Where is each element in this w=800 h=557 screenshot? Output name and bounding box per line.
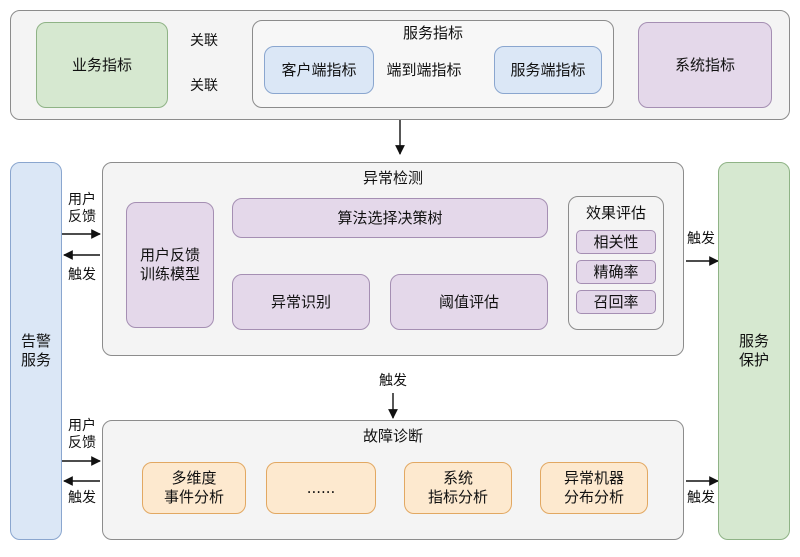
server-metric-box: 服务端指标 [494, 46, 602, 94]
user-feedback-line-1: 用户 [68, 418, 96, 434]
eval-item-label: 召回率 [593, 292, 639, 311]
trigger-label-left-1: 触发 [68, 267, 96, 283]
diagnosis-item-line-1: 多维度 [171, 469, 217, 488]
diagnosis-item-line-1: ...... [306, 478, 336, 497]
diagnosis-item-line-1: 系统 [442, 469, 473, 488]
eval-item-correlation: 相关性 [576, 230, 656, 254]
trigger-label-right-2: 触发 [687, 490, 715, 506]
system-metric-box: 系统指标 [638, 22, 772, 108]
alarm-service-box: 告警 服务 [10, 162, 62, 540]
alarm-service-label-2: 服务 [20, 351, 51, 369]
diagnosis-item-multidim: 多维度 事件分析 [142, 462, 246, 514]
client-metric-box: 客户端指标 [264, 46, 374, 94]
business-metric-label: 业务指标 [71, 55, 132, 74]
e2e-metric-label: 端到端指标 [386, 61, 462, 79]
fault-diagnosis-title: 故障诊断 [362, 427, 423, 445]
trigger-label-middle: 触发 [379, 373, 407, 389]
feedback-training-model-box: 用户反馈 训练模型 [126, 202, 214, 328]
anomaly-recognition-box: 异常识别 [232, 274, 370, 330]
user-feedback-label-2: 用户 反馈 [62, 418, 102, 452]
eval-item-label: 相关性 [593, 232, 639, 251]
diagnosis-item-machine: 异常机器 分布分析 [540, 462, 648, 514]
trigger-label-left-2: 触发 [68, 490, 96, 506]
effect-evaluation-title: 效果评估 [585, 204, 646, 222]
user-feedback-label-1: 用户 反馈 [62, 192, 102, 226]
service-protect-label-2: 保护 [738, 351, 769, 369]
feedback-training-label-1: 用户反馈 [139, 246, 200, 265]
diagnosis-item-line-2: 事件分析 [163, 488, 224, 506]
alarm-service-label-1: 告警 [20, 332, 51, 351]
trigger-label-right-1: 触发 [687, 231, 715, 247]
user-feedback-line-2: 反馈 [68, 434, 96, 451]
relate-label-top: 关联 [190, 33, 218, 49]
system-metric-label: 系统指标 [674, 55, 735, 74]
user-feedback-line-1: 用户 [68, 192, 96, 208]
diagnosis-item-ellipsis: ...... [266, 462, 376, 514]
feedback-training-label-2: 训练模型 [139, 265, 200, 283]
service-protect-box: 服务 保护 [718, 162, 790, 540]
diagnosis-item-line-2: 分布分析 [563, 488, 624, 506]
server-metric-label: 服务端指标 [510, 60, 586, 79]
decision-tree-label: 算法选择决策树 [337, 208, 443, 227]
eval-item-label: 精确率 [593, 262, 639, 281]
diagnosis-item-line-1: 异常机器 [563, 469, 624, 488]
anomaly-detection-title: 异常检测 [362, 169, 423, 187]
eval-item-recall: 召回率 [576, 290, 656, 314]
threshold-evaluation-label: 阈值评估 [438, 292, 499, 311]
service-protect-label-1: 服务 [738, 332, 769, 351]
business-metric-box: 业务指标 [36, 22, 168, 108]
client-metric-label: 客户端指标 [281, 60, 357, 79]
diagnosis-item-system: 系统 指标分析 [404, 462, 512, 514]
anomaly-recognition-label: 异常识别 [270, 292, 331, 311]
threshold-evaluation-box: 阈值评估 [390, 274, 548, 330]
eval-item-precision: 精确率 [576, 260, 656, 284]
service-metric-title: 服务指标 [402, 24, 463, 42]
user-feedback-line-2: 反馈 [68, 208, 96, 225]
decision-tree-box: 算法选择决策树 [232, 198, 548, 238]
diagnosis-item-line-2: 指标分析 [427, 488, 488, 506]
relate-label-bottom: 关联 [190, 78, 218, 94]
